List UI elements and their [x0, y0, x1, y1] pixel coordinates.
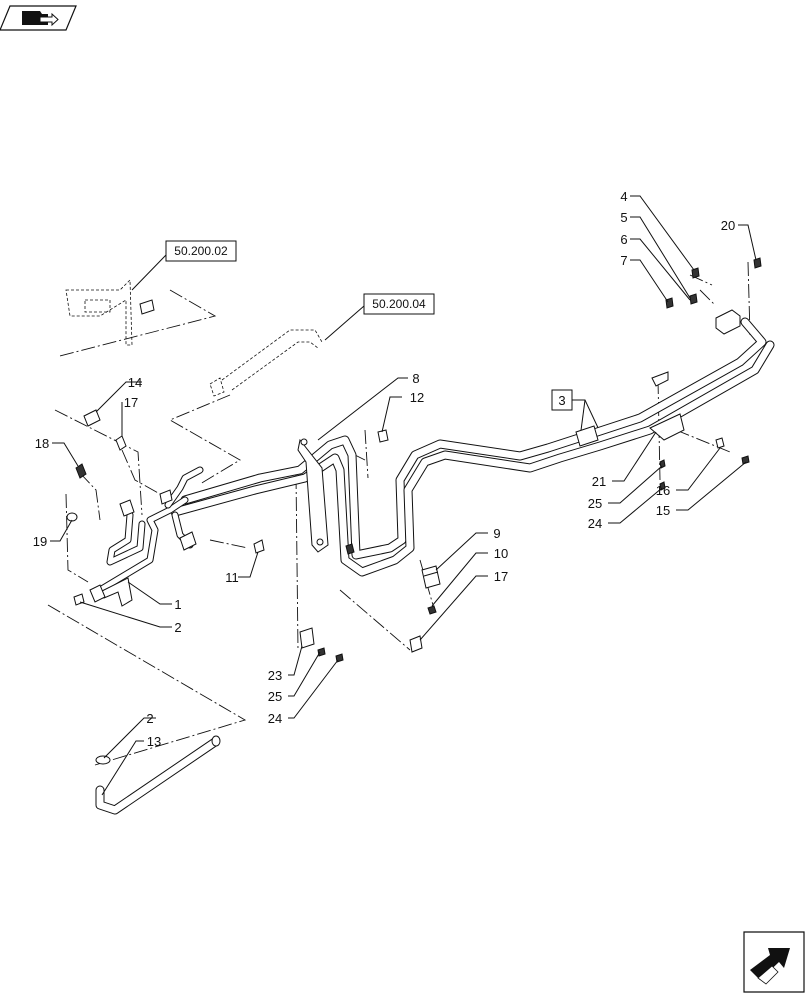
callout-4: 4 — [620, 189, 627, 204]
callout-24-left: 24 — [268, 711, 282, 726]
ghost-bracket-50-200-02 — [65, 279, 155, 346]
callout-17-lower: 17 — [494, 569, 508, 584]
folder-arrow-icon[interactable] — [0, 5, 77, 31]
reference-box-50-200-02[interactable]: 50.200.02 — [165, 240, 237, 262]
callout-2-lower: 2 — [146, 711, 153, 726]
callout-10: 10 — [494, 546, 508, 561]
callout-11: 11 — [225, 570, 239, 585]
callout-leaders — [50, 195, 757, 796]
ghost-hose-50-200-04 — [209, 329, 323, 397]
pipe-item-13 — [95, 735, 221, 815]
reference-box-50-200-04[interactable]: 50.200.04 — [363, 293, 435, 315]
callout-8: 8 — [412, 371, 419, 386]
assembly-leader-a — [572, 399, 601, 433]
callout-21: 21 — [592, 474, 606, 489]
next-page-arrow-icon[interactable] — [743, 931, 805, 993]
callout-25-left: 25 — [268, 689, 282, 704]
callout-24-right: 24 — [588, 516, 602, 531]
callout-20: 20 — [721, 218, 735, 233]
clip-item-9 — [421, 565, 441, 589]
bracket-item-1 — [89, 577, 133, 607]
reference-leader-50-200-02 — [131, 254, 167, 291]
callout-18: 18 — [35, 436, 49, 451]
reference-leader-50-200-04 — [324, 305, 365, 341]
callout-6: 6 — [620, 232, 627, 247]
bracket-right-end — [649, 309, 741, 441]
bracket-item-8 — [297, 438, 329, 553]
callout-19: 19 — [33, 534, 47, 549]
callout-9: 9 — [493, 526, 500, 541]
assembly-label-3: 3 — [558, 393, 565, 408]
callout-17-upper: 17 — [124, 395, 138, 410]
callout-2-upper: 2 — [174, 620, 181, 635]
reference-label-50-200-02: 50.200.02 — [174, 244, 228, 258]
callout-5: 5 — [620, 210, 627, 225]
callout-23: 23 — [268, 668, 282, 683]
assembly-box-3[interactable]: 3 — [551, 389, 573, 411]
reference-label-50-200-04: 50.200.04 — [372, 297, 426, 311]
fittings — [66, 257, 762, 663]
callout-7: 7 — [620, 253, 627, 268]
callout-13: 13 — [147, 734, 161, 749]
collar-item-assembly — [575, 425, 599, 447]
pipe-assembly-main — [170, 317, 775, 577]
callout-25-right: 25 — [588, 496, 602, 511]
callout-16: 16 — [656, 483, 670, 498]
callout-14: 14 — [128, 375, 142, 390]
clip-item-23 — [299, 627, 315, 649]
callout-15: 15 — [656, 503, 670, 518]
callout-1: 1 — [174, 597, 181, 612]
callout-12: 12 — [410, 390, 424, 405]
